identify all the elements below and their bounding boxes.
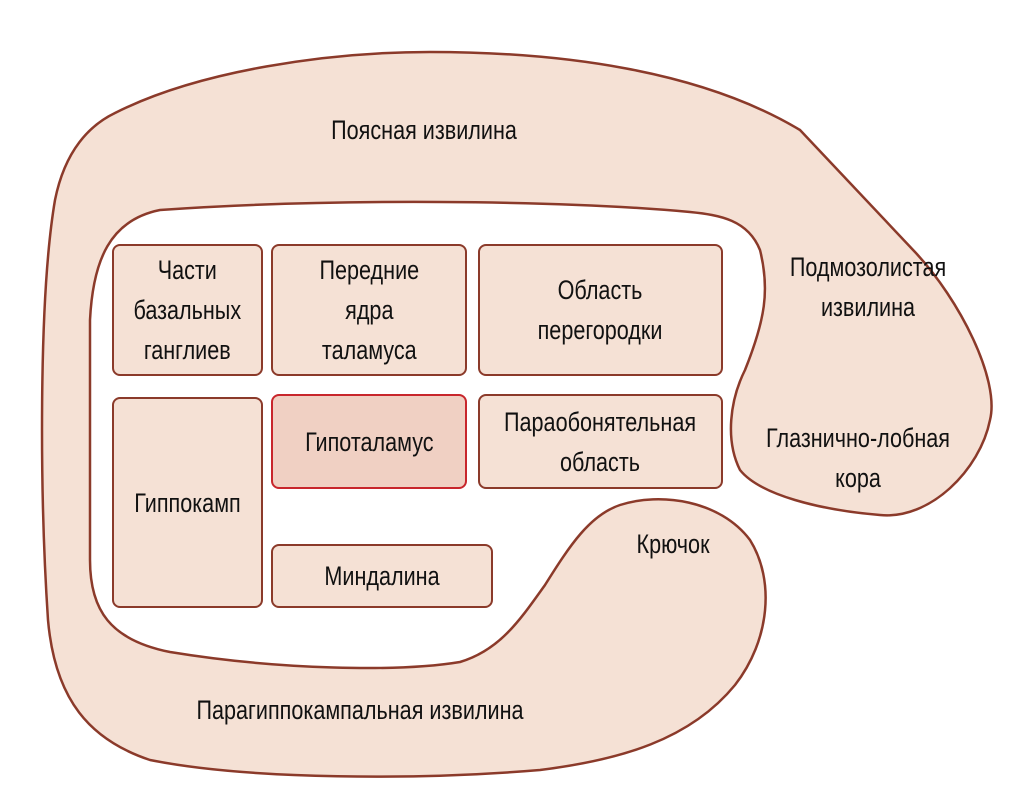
paraolfactory-area-text: Параобонятельная область	[504, 406, 697, 477]
cingulate-gyrus-text: Поясная извилина	[331, 115, 517, 145]
septal-area-box: Область перегородки	[478, 244, 723, 376]
anterior-thalamic-nuclei-box: Передние ядра таламуса	[271, 244, 467, 376]
parahippocampal-gyrus-label: Парагиппокампальная извилина	[156, 690, 565, 730]
parahippocampal-gyrus-text: Парагиппокампальная извилина	[196, 695, 524, 725]
hippocampus-box: Гиппокамп	[112, 397, 263, 608]
anterior-thalamic-nuclei-text: Передние ядра таламуса	[319, 255, 419, 365]
amygdala-box: Миндалина	[271, 544, 493, 608]
cingulate-gyrus-label: Поясная извилина	[308, 110, 540, 150]
paraolfactory-area-box: Параобонятельная область	[478, 394, 723, 489]
basal-ganglia-box: Части базальных ганглиев	[112, 244, 263, 376]
septal-area-text: Область перегородки	[538, 275, 663, 345]
orbitofrontal-cortex-label: Глазнично-лобная кора	[743, 418, 973, 498]
hippocampus-text: Гиппокамп	[134, 487, 241, 518]
limbic-lobe-outline	[40, 50, 993, 778]
uncus-label: Крючок	[627, 524, 718, 564]
hypothalamus-box: Гипоталамус	[271, 394, 467, 489]
uncus-text: Крючок	[636, 529, 710, 559]
hypothalamus-text: Гипоталамус	[304, 426, 434, 457]
subcallosal-gyrus-text: Подмозолистая извилина	[789, 252, 947, 322]
orbitofrontal-cortex-text: Глазнично-лобная кора	[765, 423, 951, 493]
amygdala-text: Миндалина	[324, 561, 440, 591]
basal-ganglia-text: Части базальных ганглиев	[133, 255, 242, 365]
subcallosal-gyrus-label: Подмозолистая извилина	[770, 247, 965, 327]
